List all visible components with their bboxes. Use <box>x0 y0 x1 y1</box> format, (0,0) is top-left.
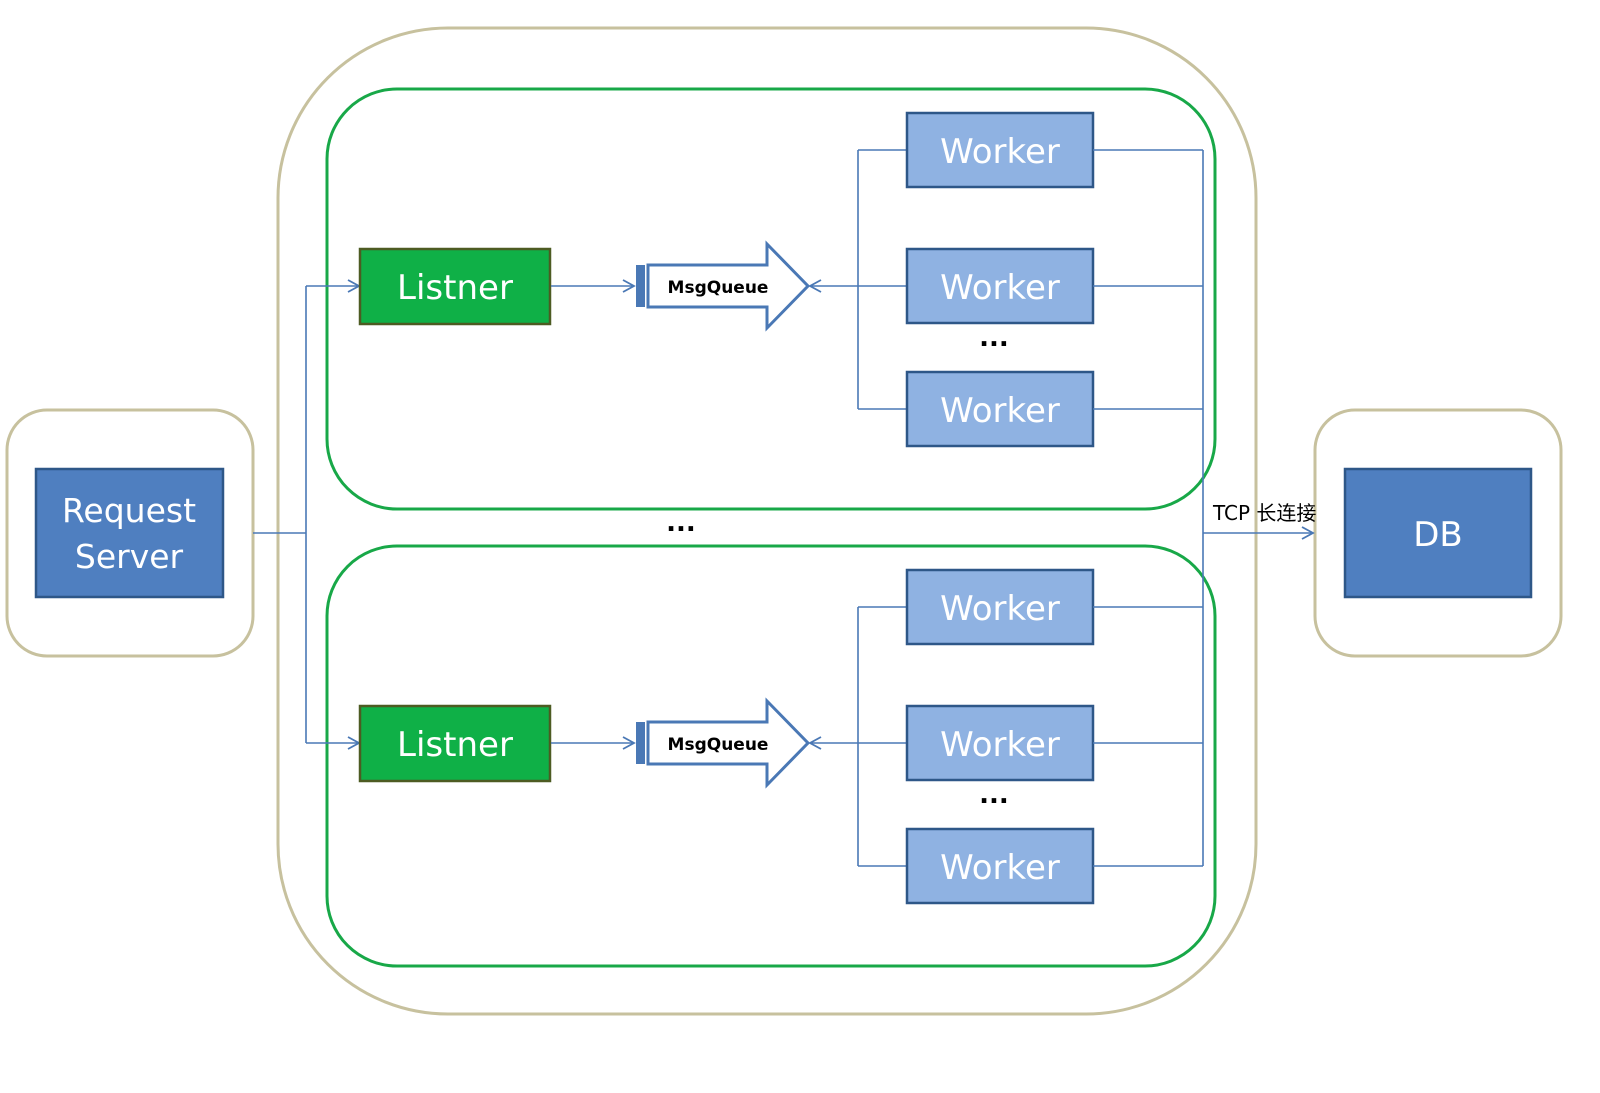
tcp-connection-label: TCP 长连接 <box>1212 501 1316 525</box>
worker-label: Worker <box>940 132 1060 172</box>
listener-label: Listner <box>397 725 513 765</box>
listener-label: Listner <box>397 268 513 308</box>
listener-1: Listner <box>358 247 552 326</box>
listener-2: Listner <box>358 704 552 783</box>
process-group-2: Listner MsgQueue Worker Worker ... Worke… <box>358 568 1095 905</box>
db: DB <box>1343 467 1533 599</box>
msg-queue-label: MsgQueue <box>668 278 769 298</box>
db-connector <box>1093 149 1315 867</box>
workers-ellipsis: ... <box>979 780 1009 810</box>
worker-1-1: Worker <box>905 111 1095 189</box>
worker-2-3: Worker <box>905 827 1095 905</box>
request-connector <box>253 279 361 750</box>
request-server: Request Server <box>34 467 225 599</box>
worker-2-2: Worker <box>905 704 1095 782</box>
worker-1-3: Worker <box>905 370 1095 448</box>
worker-label: Worker <box>940 848 1060 888</box>
db-label: DB <box>1413 515 1463 555</box>
worker-label: Worker <box>940 268 1060 308</box>
process-group-1: Listner MsgQueue Worker Worker ... Worke… <box>358 111 1095 448</box>
request-server-label-line1: Request <box>62 491 196 530</box>
worker-2-1: Worker <box>905 568 1095 646</box>
worker-label: Worker <box>940 725 1060 765</box>
msg-queue-2: MsgQueue <box>636 697 811 789</box>
worker-1-2: Worker <box>905 247 1095 325</box>
workers-ellipsis: ... <box>979 323 1009 353</box>
msg-queue-label: MsgQueue <box>668 735 769 755</box>
worker-label: Worker <box>940 589 1060 629</box>
groups-ellipsis: ... <box>666 508 696 538</box>
worker-connector-1 <box>808 149 907 410</box>
request-server-label-line2: Server <box>75 537 184 576</box>
msg-queue-1: MsgQueue <box>636 240 811 332</box>
worker-connector-2 <box>808 606 907 867</box>
worker-label: Worker <box>940 391 1060 431</box>
